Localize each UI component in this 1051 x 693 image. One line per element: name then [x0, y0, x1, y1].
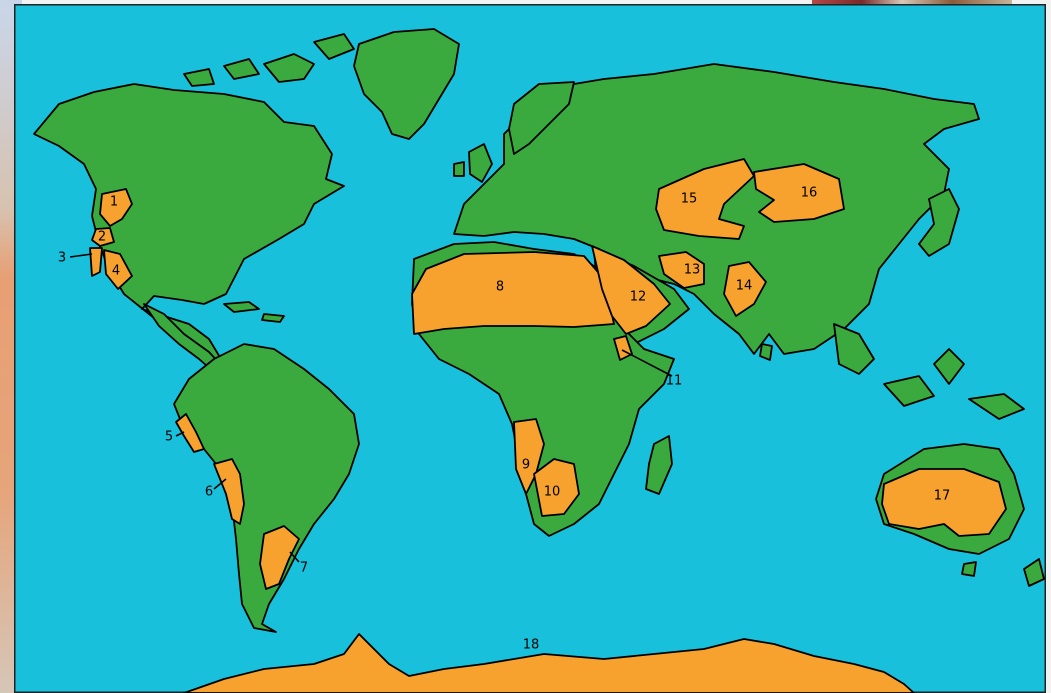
land-greenland: [353, 28, 460, 140]
leader-5: [175, 431, 185, 437]
desert-label-5: 5: [165, 430, 173, 445]
desert-label-11: 11: [666, 374, 683, 389]
desert-3: [89, 247, 103, 277]
desert-4: [103, 249, 133, 290]
desert-5: [175, 413, 205, 453]
land-scandinavia: [508, 81, 575, 155]
desert-label-1: 1: [110, 195, 118, 210]
desert-2: [91, 227, 115, 247]
leader-6: [213, 478, 227, 490]
leader-11: [621, 349, 673, 377]
desert-7: [259, 525, 300, 590]
desert-6: [213, 458, 245, 525]
desert-17: [881, 468, 1007, 537]
land-sri-lanka: [759, 343, 773, 361]
land-madagascar: [645, 435, 673, 495]
desert-label-2: 2: [98, 230, 106, 245]
desert-label-10: 10: [544, 485, 561, 500]
desert-label-3: 3: [58, 251, 66, 266]
leader-7: [289, 551, 300, 563]
desert-16: [753, 163, 845, 223]
land-tasmania: [961, 561, 977, 577]
desert-14: [723, 261, 767, 317]
land-new-zealand: [1023, 558, 1045, 587]
desert-label-15: 15: [681, 192, 698, 207]
land-southeast-asia: [833, 323, 1025, 420]
desert-label-9: 9: [522, 458, 530, 473]
desert-label-4: 4: [112, 264, 120, 279]
desert-label-12: 12: [630, 290, 647, 305]
desert-8: [411, 251, 615, 335]
desert-label-7: 7: [300, 561, 308, 576]
land-arctic-islands: [183, 33, 355, 87]
desert-label-8: 8: [496, 280, 504, 295]
land-caribbean: [223, 301, 285, 323]
desert-18: [183, 633, 915, 693]
desert-11: [613, 335, 633, 361]
land-south-america: [173, 343, 360, 633]
desert-label-14: 14: [736, 279, 753, 294]
desert-label-13: 13: [684, 263, 701, 278]
desert-label-18: 18: [523, 638, 540, 653]
world-desert-map: 1 2 3 4 5 6 7 8 9 10 11 12 13 14 15 16 1…: [14, 4, 1046, 693]
desert-label-17: 17: [934, 489, 951, 504]
land-british-isles: [453, 143, 493, 183]
desert-12: [591, 245, 671, 335]
desert-label-6: 6: [205, 485, 213, 500]
leader-3: [69, 253, 93, 258]
desert-label-16: 16: [801, 186, 818, 201]
desert-15: [655, 158, 755, 240]
desert-10: [533, 458, 580, 517]
desert-1: [99, 188, 133, 227]
land-japan: [918, 188, 960, 257]
desert-13: [658, 251, 705, 289]
